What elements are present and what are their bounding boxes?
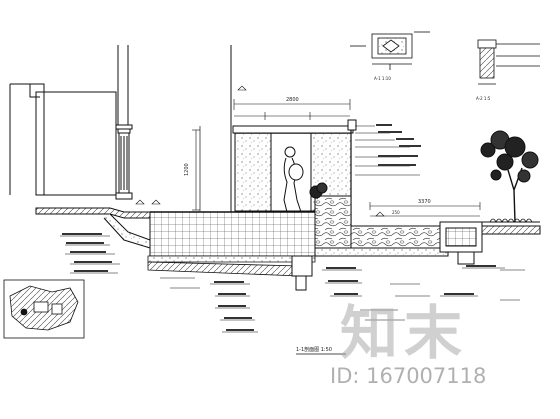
dim-top-total: 2800	[286, 97, 299, 103]
detail-b-scale: A-2 1:5	[476, 96, 491, 101]
building-facade	[9, 45, 129, 196]
detail-b	[477, 39, 540, 85]
section-title: 1-1剖面图 1:50	[296, 346, 332, 353]
dim-overall-right: 3370	[418, 199, 431, 205]
dimension-lines	[192, 99, 481, 217]
annotation-text-blocks	[62, 124, 496, 331]
stone-wall	[314, 195, 483, 265]
annotation-leaders	[60, 125, 525, 333]
feature-wall	[199, 119, 357, 250]
detail-a	[350, 31, 430, 70]
dim-vertical: 1200	[184, 163, 190, 176]
watermark-logo: 知末	[340, 299, 469, 367]
key-plan	[3, 279, 85, 339]
detail-a-scale: A-1 1:10	[374, 76, 391, 81]
tree-illustration	[480, 130, 539, 223]
garden-ground	[481, 218, 541, 235]
elevation-markers	[135, 85, 385, 217]
dim-right-small: 250	[392, 210, 400, 215]
watermark-id: ID: 167007118	[330, 364, 487, 388]
column	[115, 124, 133, 200]
human-figure	[283, 146, 328, 213]
